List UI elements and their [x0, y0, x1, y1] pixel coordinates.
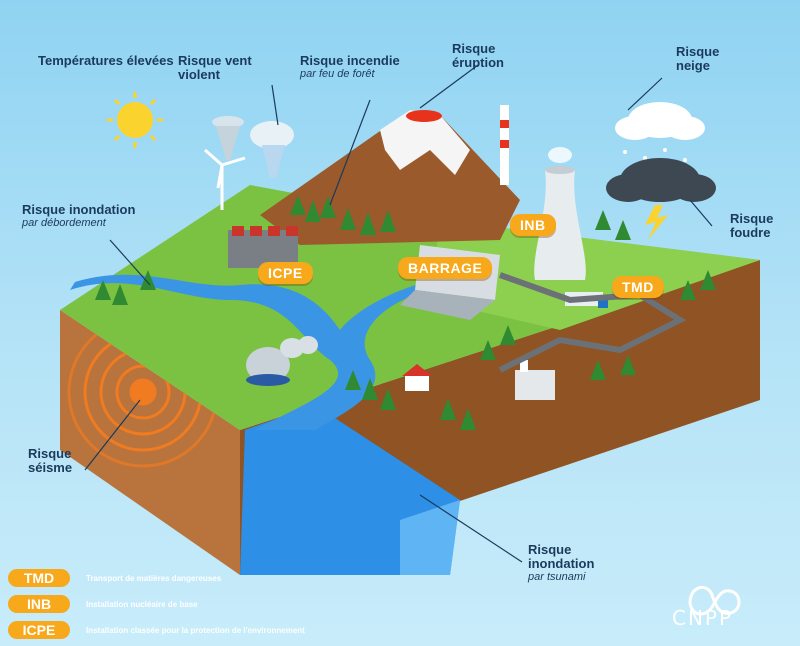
forest: [95, 195, 716, 430]
label-earthquake: Risque séisme: [28, 447, 88, 475]
legend-text-tmd: Transport de matières dangereuses: [86, 573, 222, 583]
road: [498, 272, 687, 373]
waterfall-edge: [400, 500, 460, 575]
river: [70, 274, 445, 430]
wind-turbine-icon: [204, 148, 246, 210]
label-wildfire-title: Risque incendie: [300, 53, 400, 68]
label-lightning-title: Risque foudre: [730, 211, 774, 240]
label-wildfire-sub: par feu de forêt: [300, 68, 375, 80]
cnpp-logo-text: CNPP: [672, 606, 734, 630]
label-wildfire: Risque incendie par feu de forêt: [300, 54, 410, 81]
legend-row-tmd: TMD Transport de matières dangereuses: [8, 567, 305, 589]
sun-icon: [107, 92, 163, 148]
label-flood-overflow: Risque inondation par débordement: [22, 203, 142, 230]
grass-right: [430, 220, 760, 330]
volcano-crater: [406, 110, 442, 122]
tornado-icon: [212, 116, 294, 178]
legend-text-icpe: Installation classée pour la protection …: [86, 625, 305, 635]
label-eruption-title: Risque éruption: [452, 41, 504, 70]
tag-tmd: TMD: [612, 276, 664, 298]
label-violent-wind-title: Risque vent violent: [178, 53, 252, 82]
label-earthquake-title: Risque séisme: [28, 446, 73, 475]
legend-badge-tmd: TMD: [8, 569, 70, 587]
legend-badge-inb: INB: [8, 595, 70, 613]
tag-inb: INB: [510, 214, 556, 236]
cooling-tower-icon: [534, 147, 586, 280]
snow-cloud-icon: [615, 102, 705, 172]
tag-barrage: BARRAGE: [398, 257, 493, 279]
industrial-building-icon: [515, 360, 555, 400]
legend-row-inb: INB Installation nucléaire de base: [8, 593, 305, 615]
label-violent-wind: Risque vent violent: [178, 54, 278, 82]
label-high-temperatures-title: Températures élevées: [38, 53, 174, 68]
label-flood-overflow-sub: par débordement: [22, 217, 106, 229]
label-snow: Risque neige: [676, 45, 736, 73]
label-flood-tsunami-title: Risque inondation: [528, 542, 595, 571]
legend-text-inb: Installation nucléaire de base: [86, 599, 198, 609]
legend: TMD Transport de matières dangereuses IN…: [8, 567, 305, 645]
label-flood-tsunami-sub: par tsunami: [528, 571, 586, 583]
label-flood-overflow-title: Risque inondation: [22, 202, 136, 217]
chimney-icon: [500, 105, 509, 185]
factory-icon: [228, 226, 298, 268]
label-eruption: Risque éruption: [452, 42, 532, 70]
pointer-lines: [84, 64, 713, 563]
storm-cloud-icon: [606, 158, 716, 240]
cnpp-logo-icon: [688, 586, 741, 616]
tag-icpe: ICPE: [258, 262, 313, 284]
legend-badge-icpe: ICPE: [8, 621, 70, 639]
storage-tanks-icon: [246, 336, 318, 386]
legend-row-icpe: ICPE Installation classée pour la protec…: [8, 619, 305, 641]
label-high-temperatures: Températures élevées: [38, 54, 174, 68]
label-lightning: Risque foudre: [730, 212, 790, 240]
house-icon: [402, 364, 432, 391]
volcano-snow: [380, 110, 470, 175]
label-flood-tsunami: Risque inondation par tsunami: [528, 543, 638, 584]
label-snow-title: Risque neige: [676, 44, 720, 73]
